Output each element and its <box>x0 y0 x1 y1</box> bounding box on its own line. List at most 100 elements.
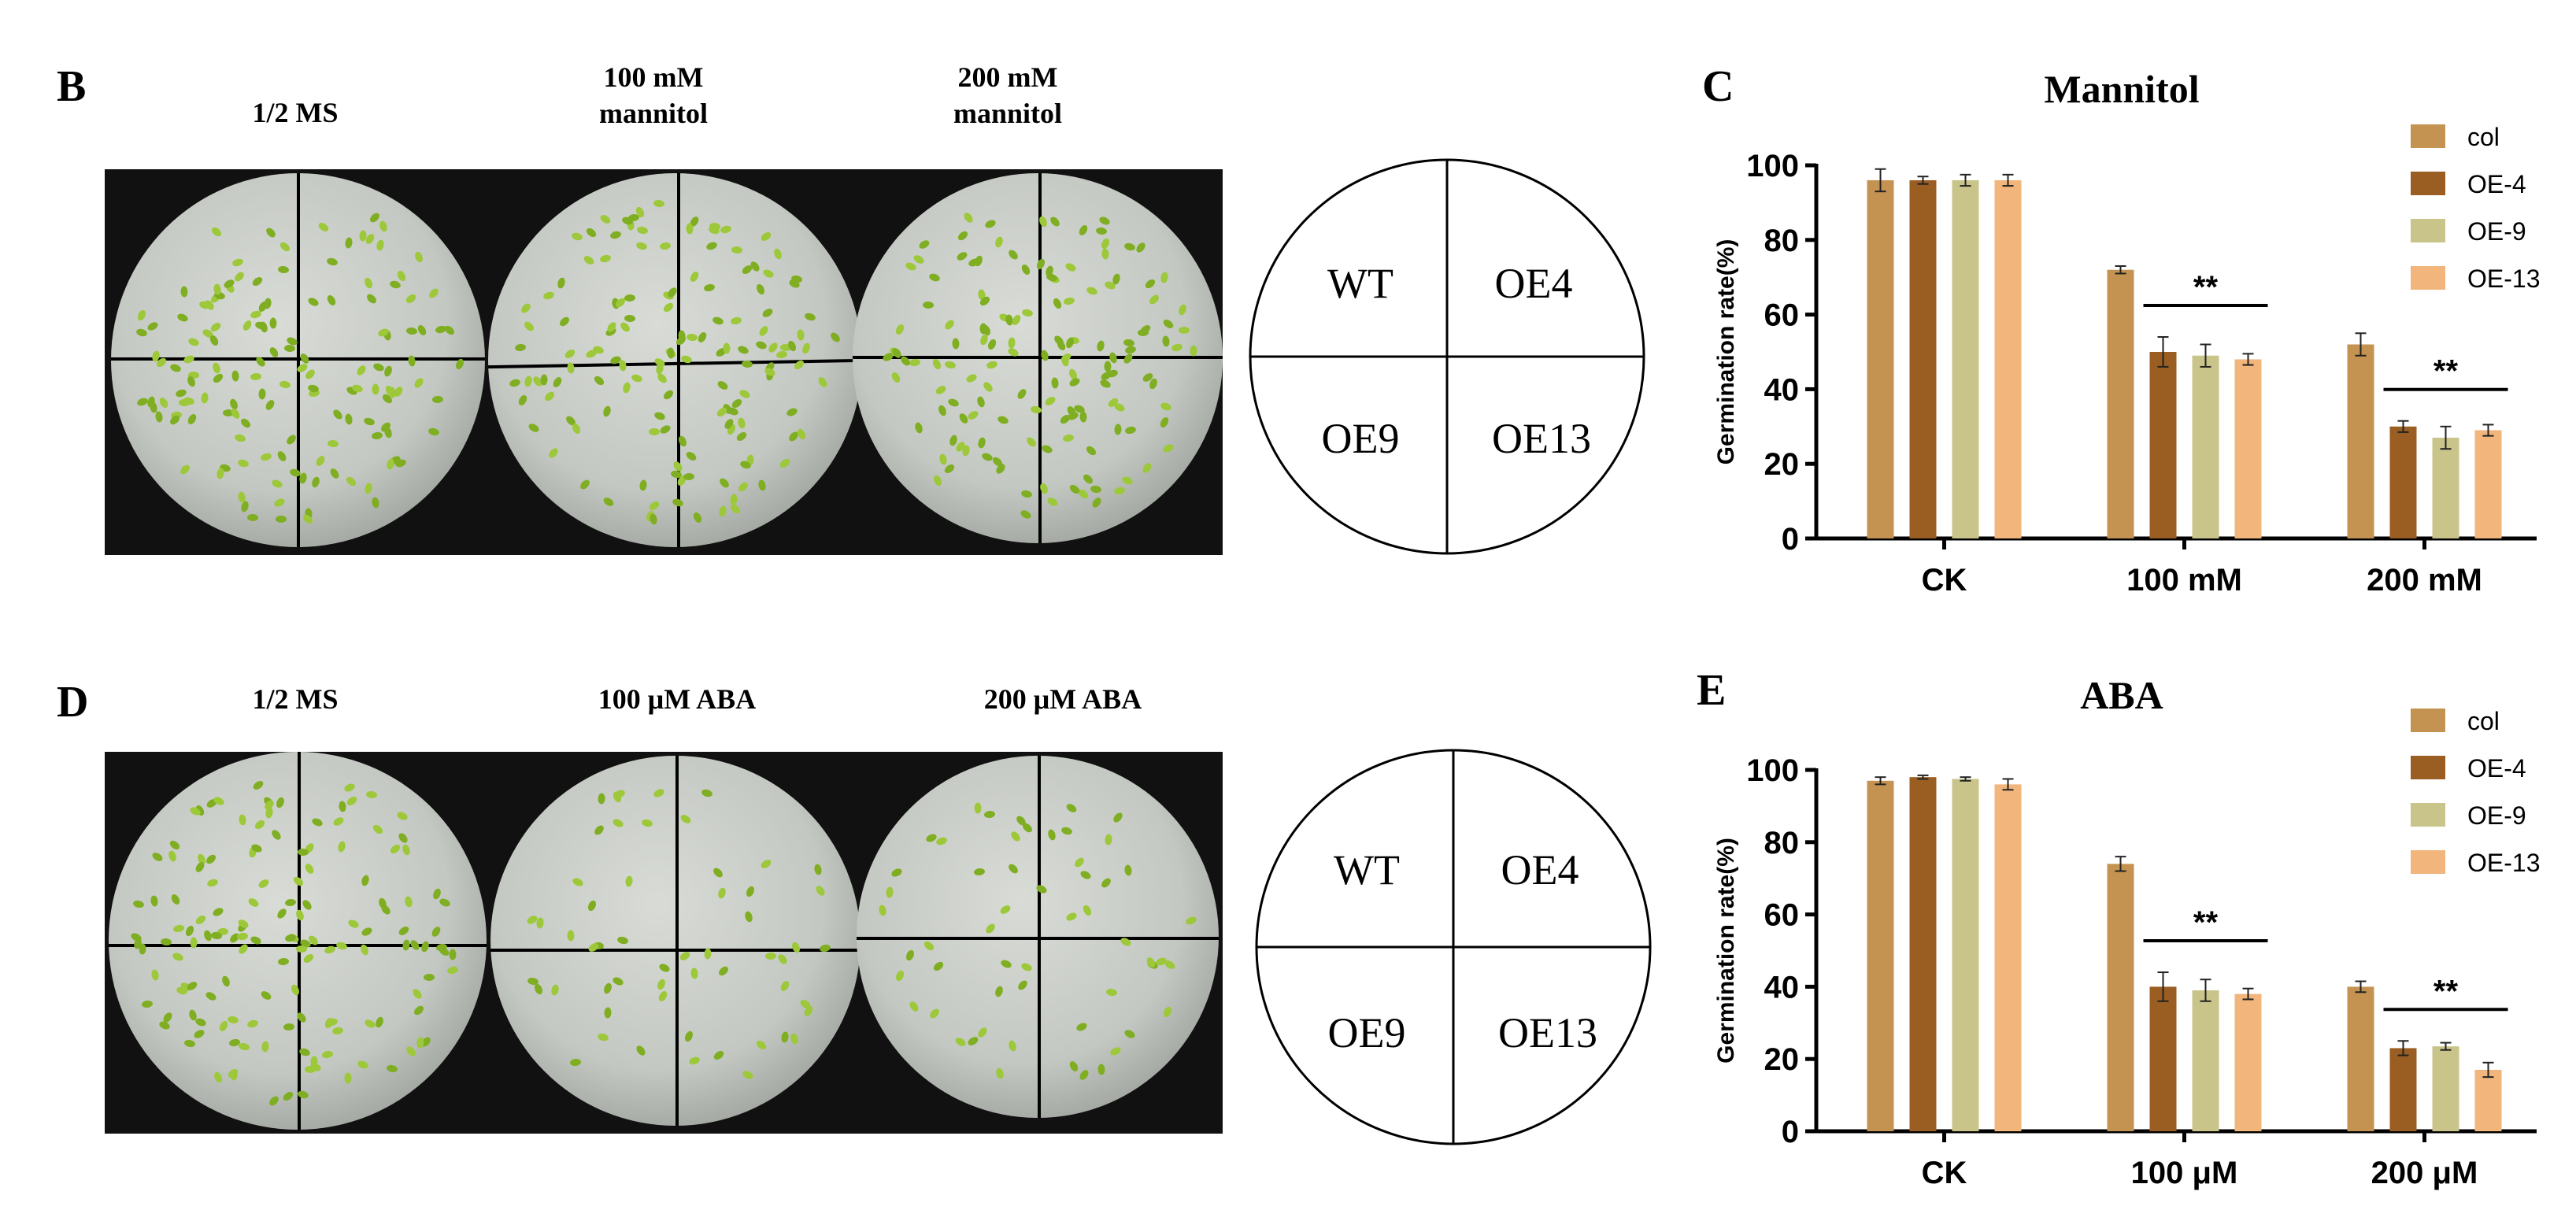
seedling <box>325 293 338 307</box>
y-tick-label: 40 <box>1764 970 1800 1005</box>
significance-label: ** <box>2193 270 2219 305</box>
seedling <box>295 945 307 953</box>
seedling <box>409 938 421 952</box>
seedling <box>1085 285 1098 296</box>
seedling <box>1141 461 1154 475</box>
seedling <box>241 319 254 332</box>
seedling <box>885 886 894 898</box>
seedling <box>1043 394 1057 407</box>
panel-letter-d: D <box>57 678 89 727</box>
seedling <box>1190 345 1197 357</box>
legend-label: OE-4 <box>2467 170 2526 198</box>
seedling <box>878 904 887 916</box>
seedling <box>522 320 536 333</box>
seedling <box>383 364 394 379</box>
petri-dish-d1 <box>109 752 487 1130</box>
y-tick-label: 0 <box>1782 1115 1799 1149</box>
seedling <box>279 240 292 253</box>
seedling <box>231 369 239 382</box>
seedling <box>657 990 669 1004</box>
seedling <box>712 315 725 326</box>
seedling <box>208 334 220 348</box>
seedling <box>226 1015 239 1024</box>
seedling <box>598 213 613 226</box>
seedling <box>976 436 986 450</box>
bar <box>1994 784 2022 1131</box>
seedling <box>211 372 225 385</box>
seedling <box>344 413 353 425</box>
seedling <box>801 342 812 355</box>
seedling <box>611 975 625 987</box>
seedling <box>258 388 266 400</box>
diagram-d-wt-label: WT <box>1334 846 1400 894</box>
seedling <box>533 982 545 996</box>
y-tick-label: 60 <box>1764 898 1800 933</box>
seedling <box>449 949 457 960</box>
seedling <box>1000 958 1013 970</box>
seedling <box>931 357 943 372</box>
seedling <box>269 316 277 329</box>
bar <box>2234 993 2262 1131</box>
seedling <box>571 876 584 888</box>
seedling <box>259 989 272 1001</box>
seedling <box>674 334 687 347</box>
panel-letter-c: C <box>1702 62 1734 111</box>
seedling <box>983 218 997 230</box>
seedling <box>172 923 185 934</box>
seedling <box>405 1044 418 1058</box>
seedling <box>1050 376 1059 389</box>
legend-swatch <box>2411 850 2445 874</box>
seedling <box>720 224 733 235</box>
seedling <box>204 853 217 866</box>
diagram-d-oe13-label: OE13 <box>1498 1009 1597 1056</box>
seedling <box>578 478 592 491</box>
seedling <box>671 497 685 508</box>
seedling <box>729 316 742 326</box>
seedling <box>931 960 945 973</box>
seedling <box>259 451 272 462</box>
panel-letter-b: B <box>57 62 87 111</box>
seedling <box>410 986 424 1001</box>
seedling <box>273 497 287 509</box>
seedling <box>1007 337 1016 349</box>
seedling <box>338 800 347 812</box>
seedling <box>424 973 435 982</box>
seedling <box>141 1000 154 1008</box>
seedling <box>934 384 948 397</box>
seedling <box>204 990 217 1002</box>
seedling <box>405 327 417 335</box>
seedling <box>567 930 575 942</box>
bar <box>2347 986 2374 1131</box>
seedling <box>239 416 253 430</box>
condition-label-b3-line2: mannitol <box>953 98 1063 129</box>
seedling <box>323 1016 335 1030</box>
seedling <box>183 353 196 364</box>
seedling <box>716 964 731 978</box>
seedling <box>973 868 986 876</box>
seedling <box>994 235 1005 249</box>
seedling <box>609 230 623 240</box>
seedling <box>1065 801 1079 815</box>
seedling <box>829 331 842 344</box>
seedling <box>967 1035 980 1048</box>
seedling <box>277 265 290 274</box>
seedling <box>908 1000 920 1013</box>
seedling <box>277 956 289 966</box>
seedling <box>431 395 444 404</box>
seedling <box>621 381 632 394</box>
seedling <box>648 427 661 435</box>
seedling <box>657 962 672 974</box>
seedling <box>1064 261 1078 273</box>
seedling <box>804 312 817 322</box>
seedling <box>336 840 346 853</box>
seedling <box>267 1093 280 1108</box>
bar <box>1867 179 1894 538</box>
seedling <box>542 390 557 403</box>
seedling <box>652 787 666 799</box>
seedling <box>1062 433 1075 443</box>
seedling <box>983 809 996 819</box>
seedling <box>755 283 767 296</box>
seedling <box>1170 342 1183 353</box>
seedling <box>540 374 549 386</box>
x-tick-label: CK <box>1922 563 1967 598</box>
